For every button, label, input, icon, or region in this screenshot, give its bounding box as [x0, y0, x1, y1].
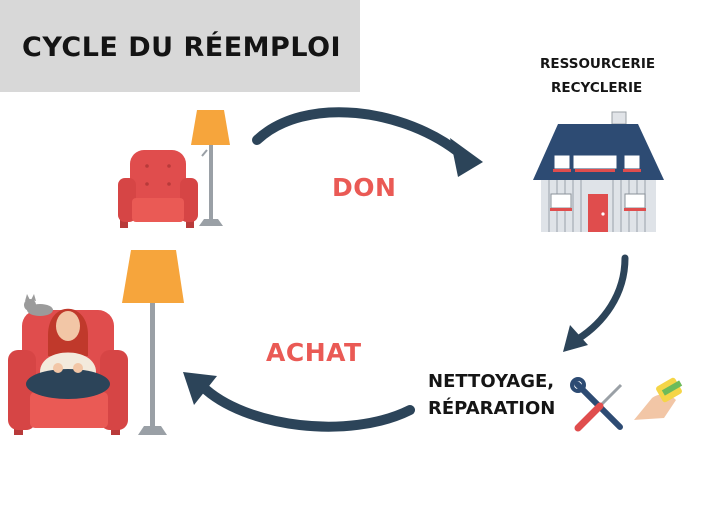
armchair-icon	[118, 150, 198, 228]
cat-icon	[24, 294, 53, 316]
achat-label: ACHAT	[266, 338, 362, 367]
tools-icon	[570, 377, 623, 432]
recyclerie-label: RECYCLERIE	[551, 80, 643, 96]
title-banner: CYCLE DU RÉEMPLOI	[0, 0, 360, 92]
page-title: CYCLE DU RÉEMPLOI	[22, 32, 342, 63]
nettoyage-label: NETTOYAGE,	[428, 371, 555, 392]
floor-lamp-icon	[191, 110, 230, 226]
arrow-to-repair	[563, 254, 629, 352]
house-icon	[533, 111, 664, 232]
don-label: DON	[332, 173, 397, 202]
woman-in-armchair-icon	[8, 308, 128, 435]
sponge-hand-icon	[634, 377, 683, 420]
arrow-achat	[183, 372, 415, 432]
arrow-don	[252, 107, 483, 177]
reparation-label: RÉPARATION	[428, 398, 556, 419]
floor-lamp-icon	[122, 250, 184, 435]
ressourcerie-label: RESSOURCERIE	[540, 56, 656, 72]
